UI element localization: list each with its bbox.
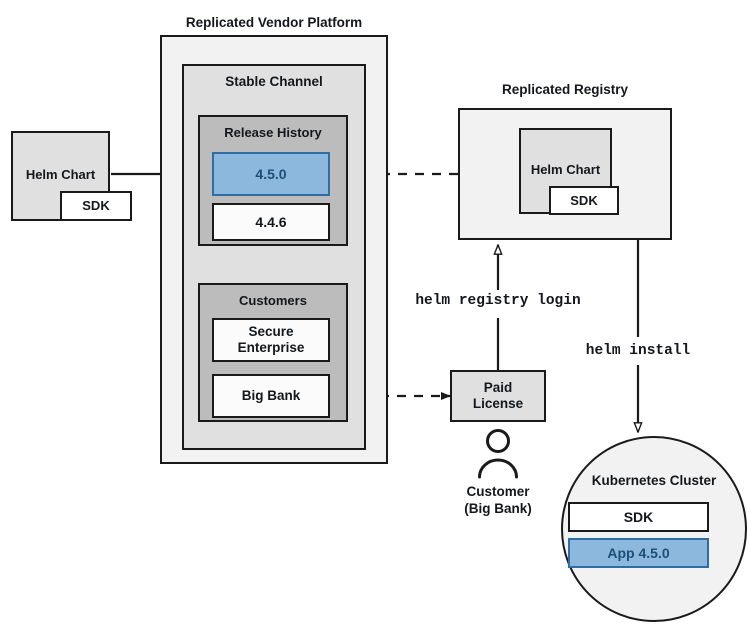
command-registry-login: helm registry login (415, 293, 581, 309)
customer-actor-label: Customer (Big Bank) (464, 484, 532, 516)
paid-license-label: Paid License (472, 380, 524, 411)
registry-helm-chart-sdk[interactable]: SDK (549, 186, 619, 215)
cluster-component-app-label: App 4.5.0 (607, 544, 670, 561)
customer-item-big-bank[interactable]: Big Bank (212, 374, 330, 418)
source-helm-chart-sdk[interactable]: SDK (60, 191, 132, 221)
vendor-platform-title: Replicated Vendor Platform (185, 15, 363, 30)
customer-item-big-bank-label: Big Bank (241, 388, 301, 404)
customers-label: Customers (239, 293, 307, 308)
kubernetes-cluster-label: Kubernetes Cluster (591, 473, 717, 488)
release-item-446-label: 4.4.6 (255, 213, 287, 230)
registry-helm-chart-label: Helm Chart (530, 162, 601, 177)
command-helm-install: helm install (585, 343, 691, 359)
registry-helm-chart-sdk-label: SDK (570, 192, 598, 208)
stable-channel-label: Stable Channel (225, 74, 323, 89)
source-helm-chart-sdk-label: SDK (82, 198, 110, 214)
source-helm-chart-label: Helm Chart (25, 167, 96, 182)
customer-item-secure-enterprise-label: Secure Enterprise (237, 324, 305, 355)
paid-license-box[interactable]: Paid License (450, 370, 546, 422)
release-item-450-label: 4.5.0 (255, 165, 287, 182)
cluster-component-sdk[interactable]: SDK (568, 502, 709, 532)
cluster-component-sdk-label: SDK (623, 508, 654, 525)
release-item-446[interactable]: 4.4.6 (212, 203, 330, 241)
release-history-label: Release History (224, 125, 322, 140)
customer-item-secure-enterprise[interactable]: Secure Enterprise (212, 318, 330, 362)
cluster-component-app[interactable]: App 4.5.0 (568, 538, 709, 568)
registry-title: Replicated Registry (501, 82, 629, 97)
release-item-450[interactable]: 4.5.0 (212, 152, 330, 196)
person-icon (478, 429, 518, 479)
